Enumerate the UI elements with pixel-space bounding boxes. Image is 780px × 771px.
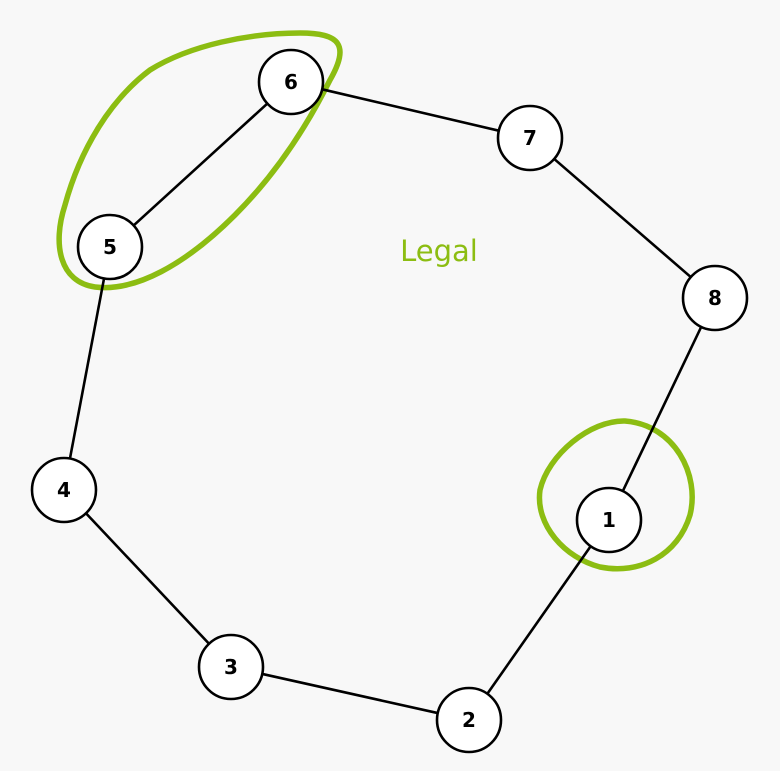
highlight-group-5-6	[56, 30, 343, 291]
edge-6-7	[321, 88, 500, 132]
edges	[68, 88, 703, 715]
node-4-label: 4	[57, 478, 71, 502]
highlight-group-1	[536, 418, 695, 572]
node-3-circle	[197, 633, 265, 701]
node-5-circle	[76, 213, 144, 281]
node-1-label: 1	[602, 508, 616, 532]
edge-8-1	[621, 326, 703, 492]
edge-1-2	[486, 545, 592, 695]
node-5-label: 5	[103, 235, 117, 259]
edge-4-5	[68, 278, 106, 459]
node-8-circle	[681, 264, 749, 332]
edge-7-8	[553, 157, 692, 279]
nodes: 1 2 3 4 5 6 7 8	[30, 48, 749, 754]
node-4: 4	[30, 456, 98, 524]
node-7: 7	[496, 104, 564, 172]
node-6-circle	[257, 48, 325, 116]
node-3-label: 3	[224, 655, 238, 679]
edge-2-3	[261, 672, 439, 715]
node-6: 6	[257, 48, 325, 116]
edge-5-6	[132, 102, 269, 227]
node-2-label: 2	[462, 708, 476, 732]
node-4-circle	[30, 456, 98, 524]
node-2-circle	[435, 686, 503, 754]
node-6-label: 6	[284, 70, 298, 94]
node-2: 2	[435, 686, 503, 754]
node-5: 5	[76, 213, 144, 281]
node-7-circle	[496, 104, 564, 172]
node-8-label: 8	[708, 286, 722, 310]
node-7-label: 7	[523, 126, 537, 150]
node-1: 1	[575, 486, 643, 554]
node-3: 3	[197, 633, 265, 701]
node-8: 8	[681, 264, 749, 332]
legal-caption: Legal	[400, 234, 478, 268]
node-1-circle	[575, 486, 643, 554]
edge-3-4	[85, 512, 210, 645]
